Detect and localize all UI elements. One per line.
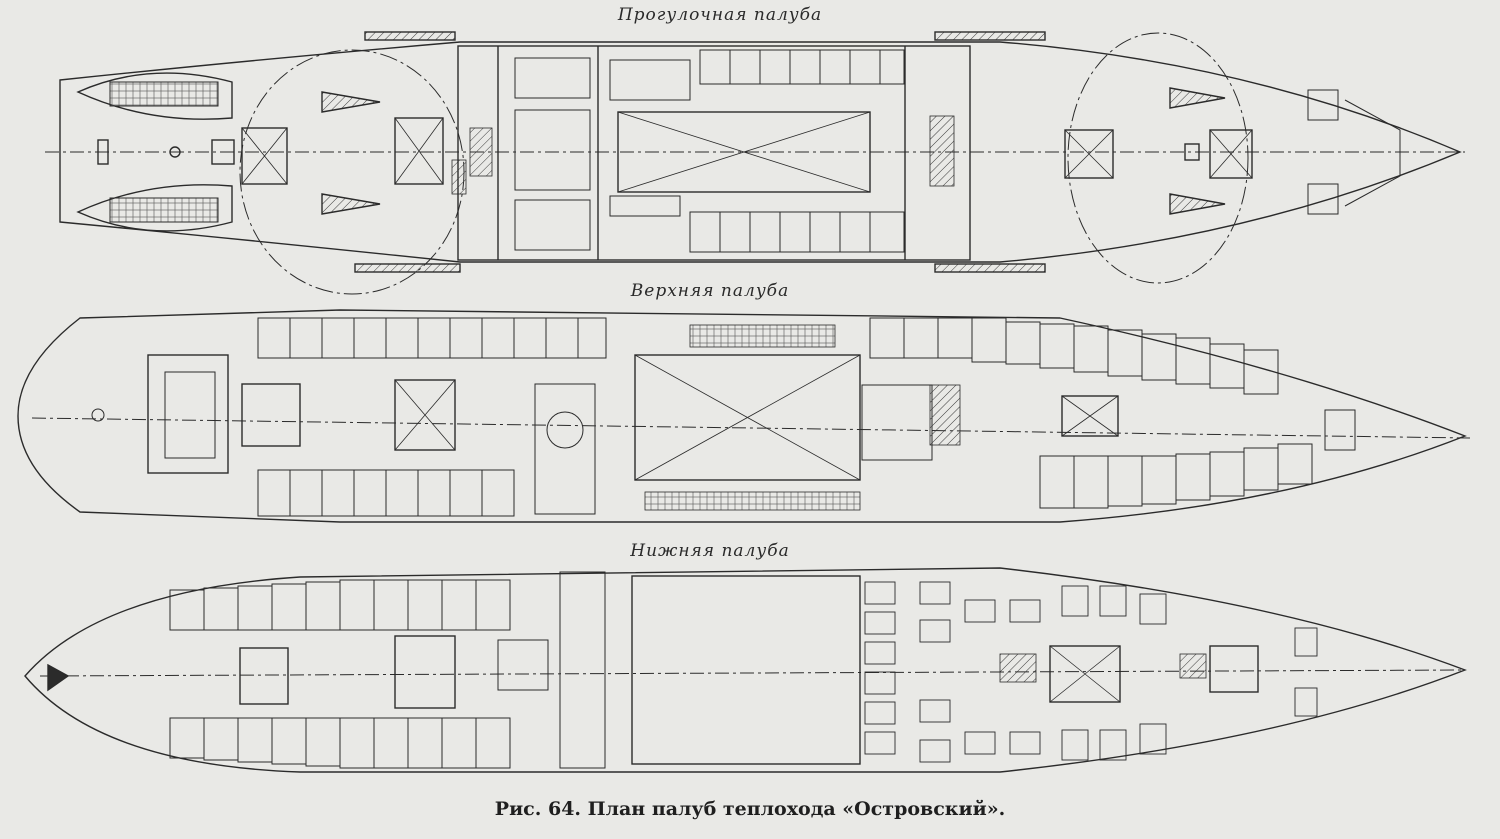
deck-label-promenade: Прогулочная палуба — [617, 5, 822, 25]
cargo-boom-aft-port — [321, 91, 381, 113]
promenade-deck-plan — [45, 31, 1465, 295]
hatch-fore-2 — [1209, 129, 1253, 179]
lifeboat-starboard — [76, 184, 233, 232]
lifeboat-port — [76, 72, 233, 120]
figure-caption: Рис. 64. План палуб теплохода «Островски… — [495, 798, 1005, 820]
hatch-fore-1 — [1064, 129, 1114, 179]
hatch-aft-2 — [394, 117, 444, 185]
cargo-boom-fore-port — [1169, 87, 1226, 109]
promenade-deck-outline — [59, 41, 1462, 263]
deck-label-lower: Нижняя палуба — [629, 541, 790, 561]
upper-deck-plan — [17, 309, 1471, 523]
lower-centerline — [39, 669, 1466, 677]
lower-deck-outline — [24, 567, 1467, 773]
upper-deck-outline — [17, 309, 1467, 523]
promenade-superstructure — [457, 45, 971, 261]
deck-label-upper: Верхняя палуба — [630, 281, 789, 301]
crane-swing-arc-fore — [1067, 32, 1249, 284]
cargo-boom-fore-starboard — [1169, 193, 1226, 215]
lower-deck-plan — [24, 567, 1467, 773]
cargo-boom-aft-starboard — [321, 193, 381, 215]
promenade-skylight — [617, 111, 871, 193]
upper-centerline — [31, 417, 1471, 439]
crane-swing-arc-aft — [239, 49, 465, 295]
hatch-aft-1 — [241, 127, 288, 185]
